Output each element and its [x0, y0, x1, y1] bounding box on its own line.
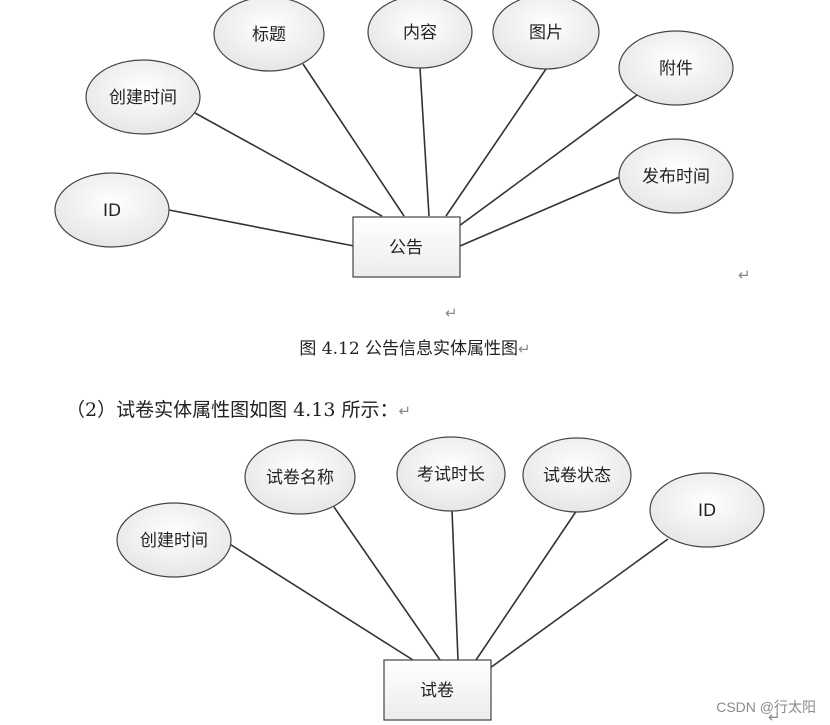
- connector-duration: [451, 509, 459, 661]
- attribute-ellipse-created-time: [116, 502, 232, 578]
- attribute-label: ID: [698, 501, 716, 521]
- attribute-ellipse-image: [492, 0, 600, 70]
- connector-title: [302, 63, 405, 217]
- figure-caption: 图 4.12 公告信息实体属性图↵: [0, 334, 830, 359]
- paragraph-text: （2）试卷实体属性图如图 4.13 所示：: [66, 399, 399, 421]
- paragraph-mark: ↵: [518, 340, 531, 358]
- er-diagram-exam-paper: 试卷 创建时间 试卷名称 考试时长 试卷状态 ID: [116, 436, 765, 721]
- paragraph-mark: ↵: [738, 266, 751, 284]
- attribute-ellipses: [116, 436, 765, 578]
- attribute-ellipse-publish-time: [618, 138, 734, 214]
- attribute-ellipses: [54, 0, 734, 248]
- attribute-label: 标题: [252, 25, 286, 45]
- connector-attachment: [458, 94, 638, 227]
- paragraph-mark: ↵: [398, 402, 412, 420]
- body-paragraph: （2）试卷实体属性图如图 4.13 所示：↵: [66, 395, 411, 422]
- attribute-ellipse-content: [367, 0, 473, 69]
- connector-publish-time: [459, 176, 621, 247]
- connector-id: [489, 538, 669, 669]
- attribute-ellipse-created-time: [85, 59, 201, 135]
- caption-text: 图 4.12 公告信息实体属性图: [299, 339, 519, 359]
- connector-created-time: [227, 542, 414, 661]
- attribute-label: 内容: [403, 23, 437, 43]
- entity-box-exam-paper: [383, 659, 492, 721]
- attribute-ellipse-paper-status: [522, 437, 632, 513]
- attribute-label: 发布时间: [642, 167, 710, 187]
- connector-content: [419, 67, 430, 217]
- attribute-label: 试卷名称: [266, 468, 334, 488]
- connectors: [227, 506, 669, 669]
- attribute-ellipse-id: [649, 472, 765, 548]
- attribute-ellipse-attachment: [618, 30, 734, 106]
- attribute-ellipse-duration: [396, 436, 506, 512]
- connector-paper-status: [475, 509, 578, 661]
- connector-paper-name: [333, 506, 441, 661]
- er-diagram-announcement: 公告 创建时间 标题 内容 图片 附件 发布时间 ID: [54, 0, 734, 278]
- paragraph-mark: ↵: [768, 708, 781, 725]
- connector-image: [445, 68, 547, 217]
- attribute-label: 创建时间: [109, 88, 177, 108]
- connectors: [168, 63, 638, 247]
- entity-box-announcement: [352, 216, 461, 278]
- connector-created-time: [194, 112, 383, 217]
- attribute-label: 附件: [659, 59, 693, 79]
- attribute-ellipse-paper-name: [244, 439, 356, 515]
- attribute-label: ID: [103, 201, 121, 221]
- entity-label-exam-paper: 试卷: [420, 681, 454, 701]
- entity-label-announcement: 公告: [389, 238, 423, 258]
- attribute-label: 创建时间: [140, 531, 208, 551]
- attribute-label: 考试时长: [417, 465, 485, 485]
- attribute-ellipse-id: [54, 172, 170, 248]
- paragraph-mark: ↵: [445, 304, 458, 322]
- csdn-watermark: CSDN @行太阳: [716, 699, 816, 715]
- attribute-label: 试卷状态: [543, 466, 611, 486]
- connector-id: [168, 209, 355, 247]
- attribute-ellipse-title: [213, 0, 325, 72]
- attribute-label: 图片: [529, 23, 563, 43]
